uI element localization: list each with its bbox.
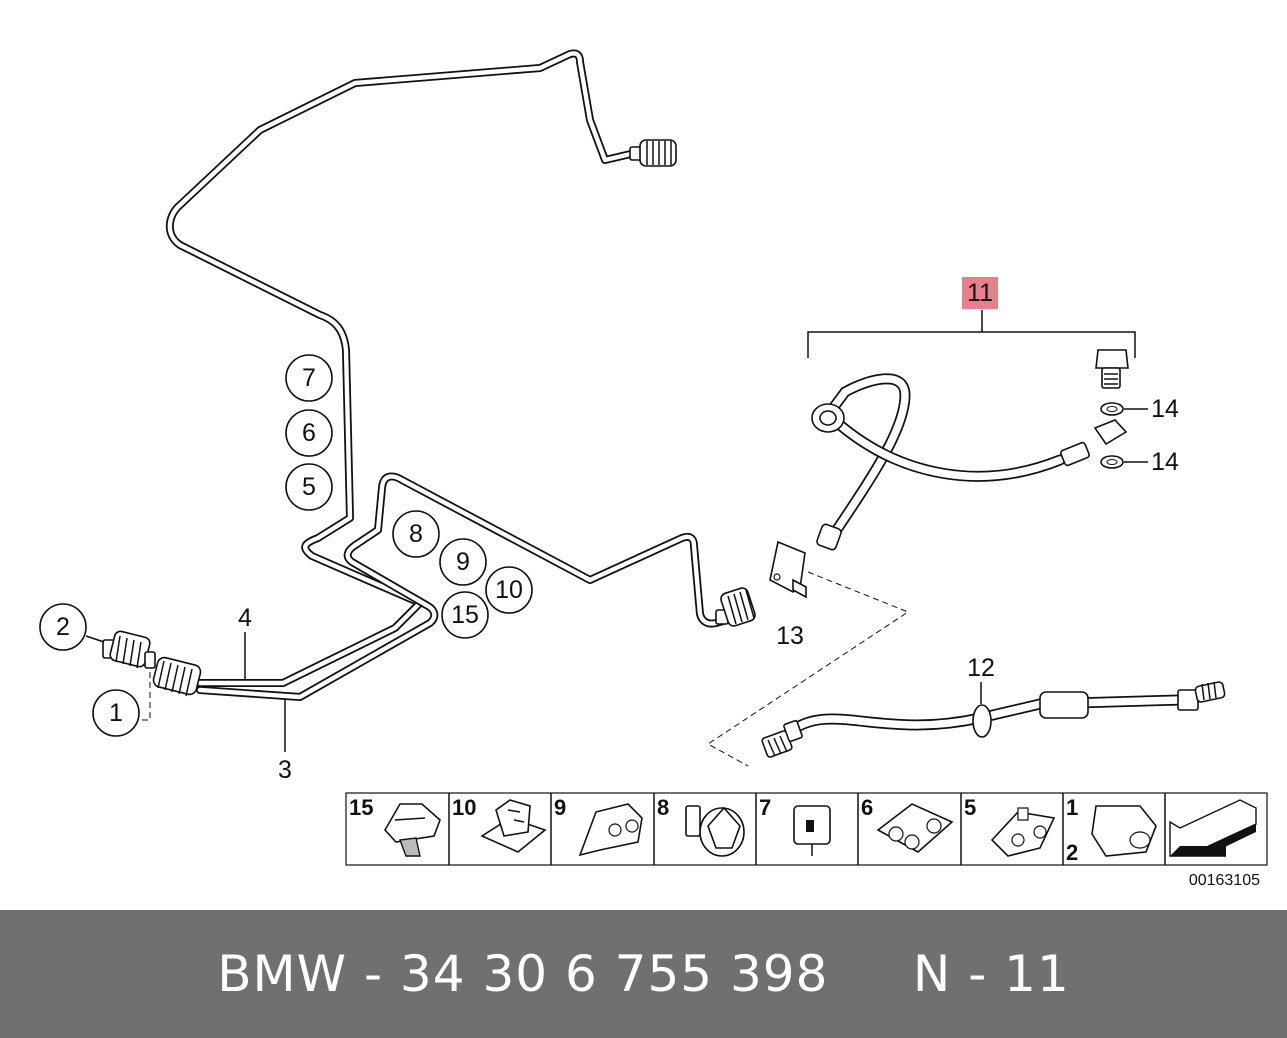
brake-hose-12 <box>761 681 1226 758</box>
svg-text:15: 15 <box>349 795 373 820</box>
table-cell-9: 9 <box>554 795 643 857</box>
group-bracket-11 <box>807 310 1136 358</box>
parts-diagram: 2 1 4 3 7 6 5 8 9 10 15 13 <box>39 49 1268 889</box>
callout-15: 15 <box>441 591 489 639</box>
svg-text:11: 11 <box>967 279 993 307</box>
parts-table: 15 10 9 8 7 6 <box>345 792 1268 866</box>
svg-text:10: 10 <box>452 795 476 820</box>
pipe-end-fitting-middle <box>715 587 756 627</box>
table-cell-6: 6 <box>861 795 954 853</box>
fitting-nut-1 <box>152 656 202 697</box>
svg-text:15: 15 <box>451 601 479 629</box>
bracket-13 <box>769 540 807 599</box>
label-12: 12 <box>967 654 995 682</box>
svg-text:6: 6 <box>861 795 873 820</box>
callout-2: 2 <box>39 603 87 651</box>
table-cell-8: 8 <box>657 795 745 857</box>
pipe-end-fitting-top <box>629 139 677 167</box>
table-cell-5: 5 <box>964 795 1056 857</box>
banjo-bolt <box>1095 349 1129 389</box>
fitting-nut-2 <box>102 630 156 669</box>
callout-6: 6 <box>285 409 333 457</box>
table-cell-1-2: 1 2 <box>1066 795 1157 865</box>
svg-text:9: 9 <box>456 548 470 576</box>
leader-2 <box>85 635 105 643</box>
svg-text:7: 7 <box>302 364 316 392</box>
footer-part-number: BMW - 34 30 6 755 398 N - 11 <box>217 945 1070 1003</box>
callout-1: 1 <box>92 689 140 737</box>
washer-14-top <box>1100 402 1124 416</box>
svg-text:6: 6 <box>302 419 316 447</box>
label-13: 13 <box>776 622 804 650</box>
svg-text:10: 10 <box>495 576 523 604</box>
direction-arrow-icon <box>1169 799 1257 857</box>
label-14a: 14 <box>1151 395 1179 423</box>
callout-11-highlighted: 11 <box>962 277 998 309</box>
brake-hose-11 <box>811 373 1128 551</box>
svg-text:2: 2 <box>56 613 70 641</box>
svg-text:1: 1 <box>1066 795 1078 820</box>
table-cell-10: 10 <box>452 795 547 853</box>
svg-text:9: 9 <box>554 795 566 820</box>
callout-7: 7 <box>285 354 333 402</box>
reference-number: 00163105 <box>1189 872 1260 889</box>
svg-text:5: 5 <box>964 795 976 820</box>
callout-8: 8 <box>392 510 440 558</box>
washer-14-bottom <box>1100 455 1124 469</box>
label-14b: 14 <box>1151 448 1179 476</box>
table-cell-15: 15 <box>349 795 441 857</box>
svg-text:7: 7 <box>759 795 771 820</box>
callout-10: 10 <box>485 566 533 614</box>
svg-text:8: 8 <box>657 795 669 820</box>
label-4: 4 <box>238 604 252 632</box>
svg-text:8: 8 <box>409 520 423 548</box>
table-cell-7: 7 <box>759 795 831 856</box>
brake-pipe-upper <box>165 49 639 687</box>
svg-text:5: 5 <box>302 473 316 501</box>
svg-text:1: 1 <box>109 699 123 727</box>
callout-5: 5 <box>285 463 333 511</box>
callout-9: 9 <box>439 538 487 586</box>
label-3: 3 <box>278 756 292 784</box>
dashed-link <box>707 571 910 767</box>
svg-text:2: 2 <box>1066 840 1078 865</box>
brake-pipe-lower <box>196 472 734 701</box>
leader-1 <box>140 672 151 721</box>
footer-bar: BMW - 34 30 6 755 398 N - 11 <box>0 910 1287 1038</box>
